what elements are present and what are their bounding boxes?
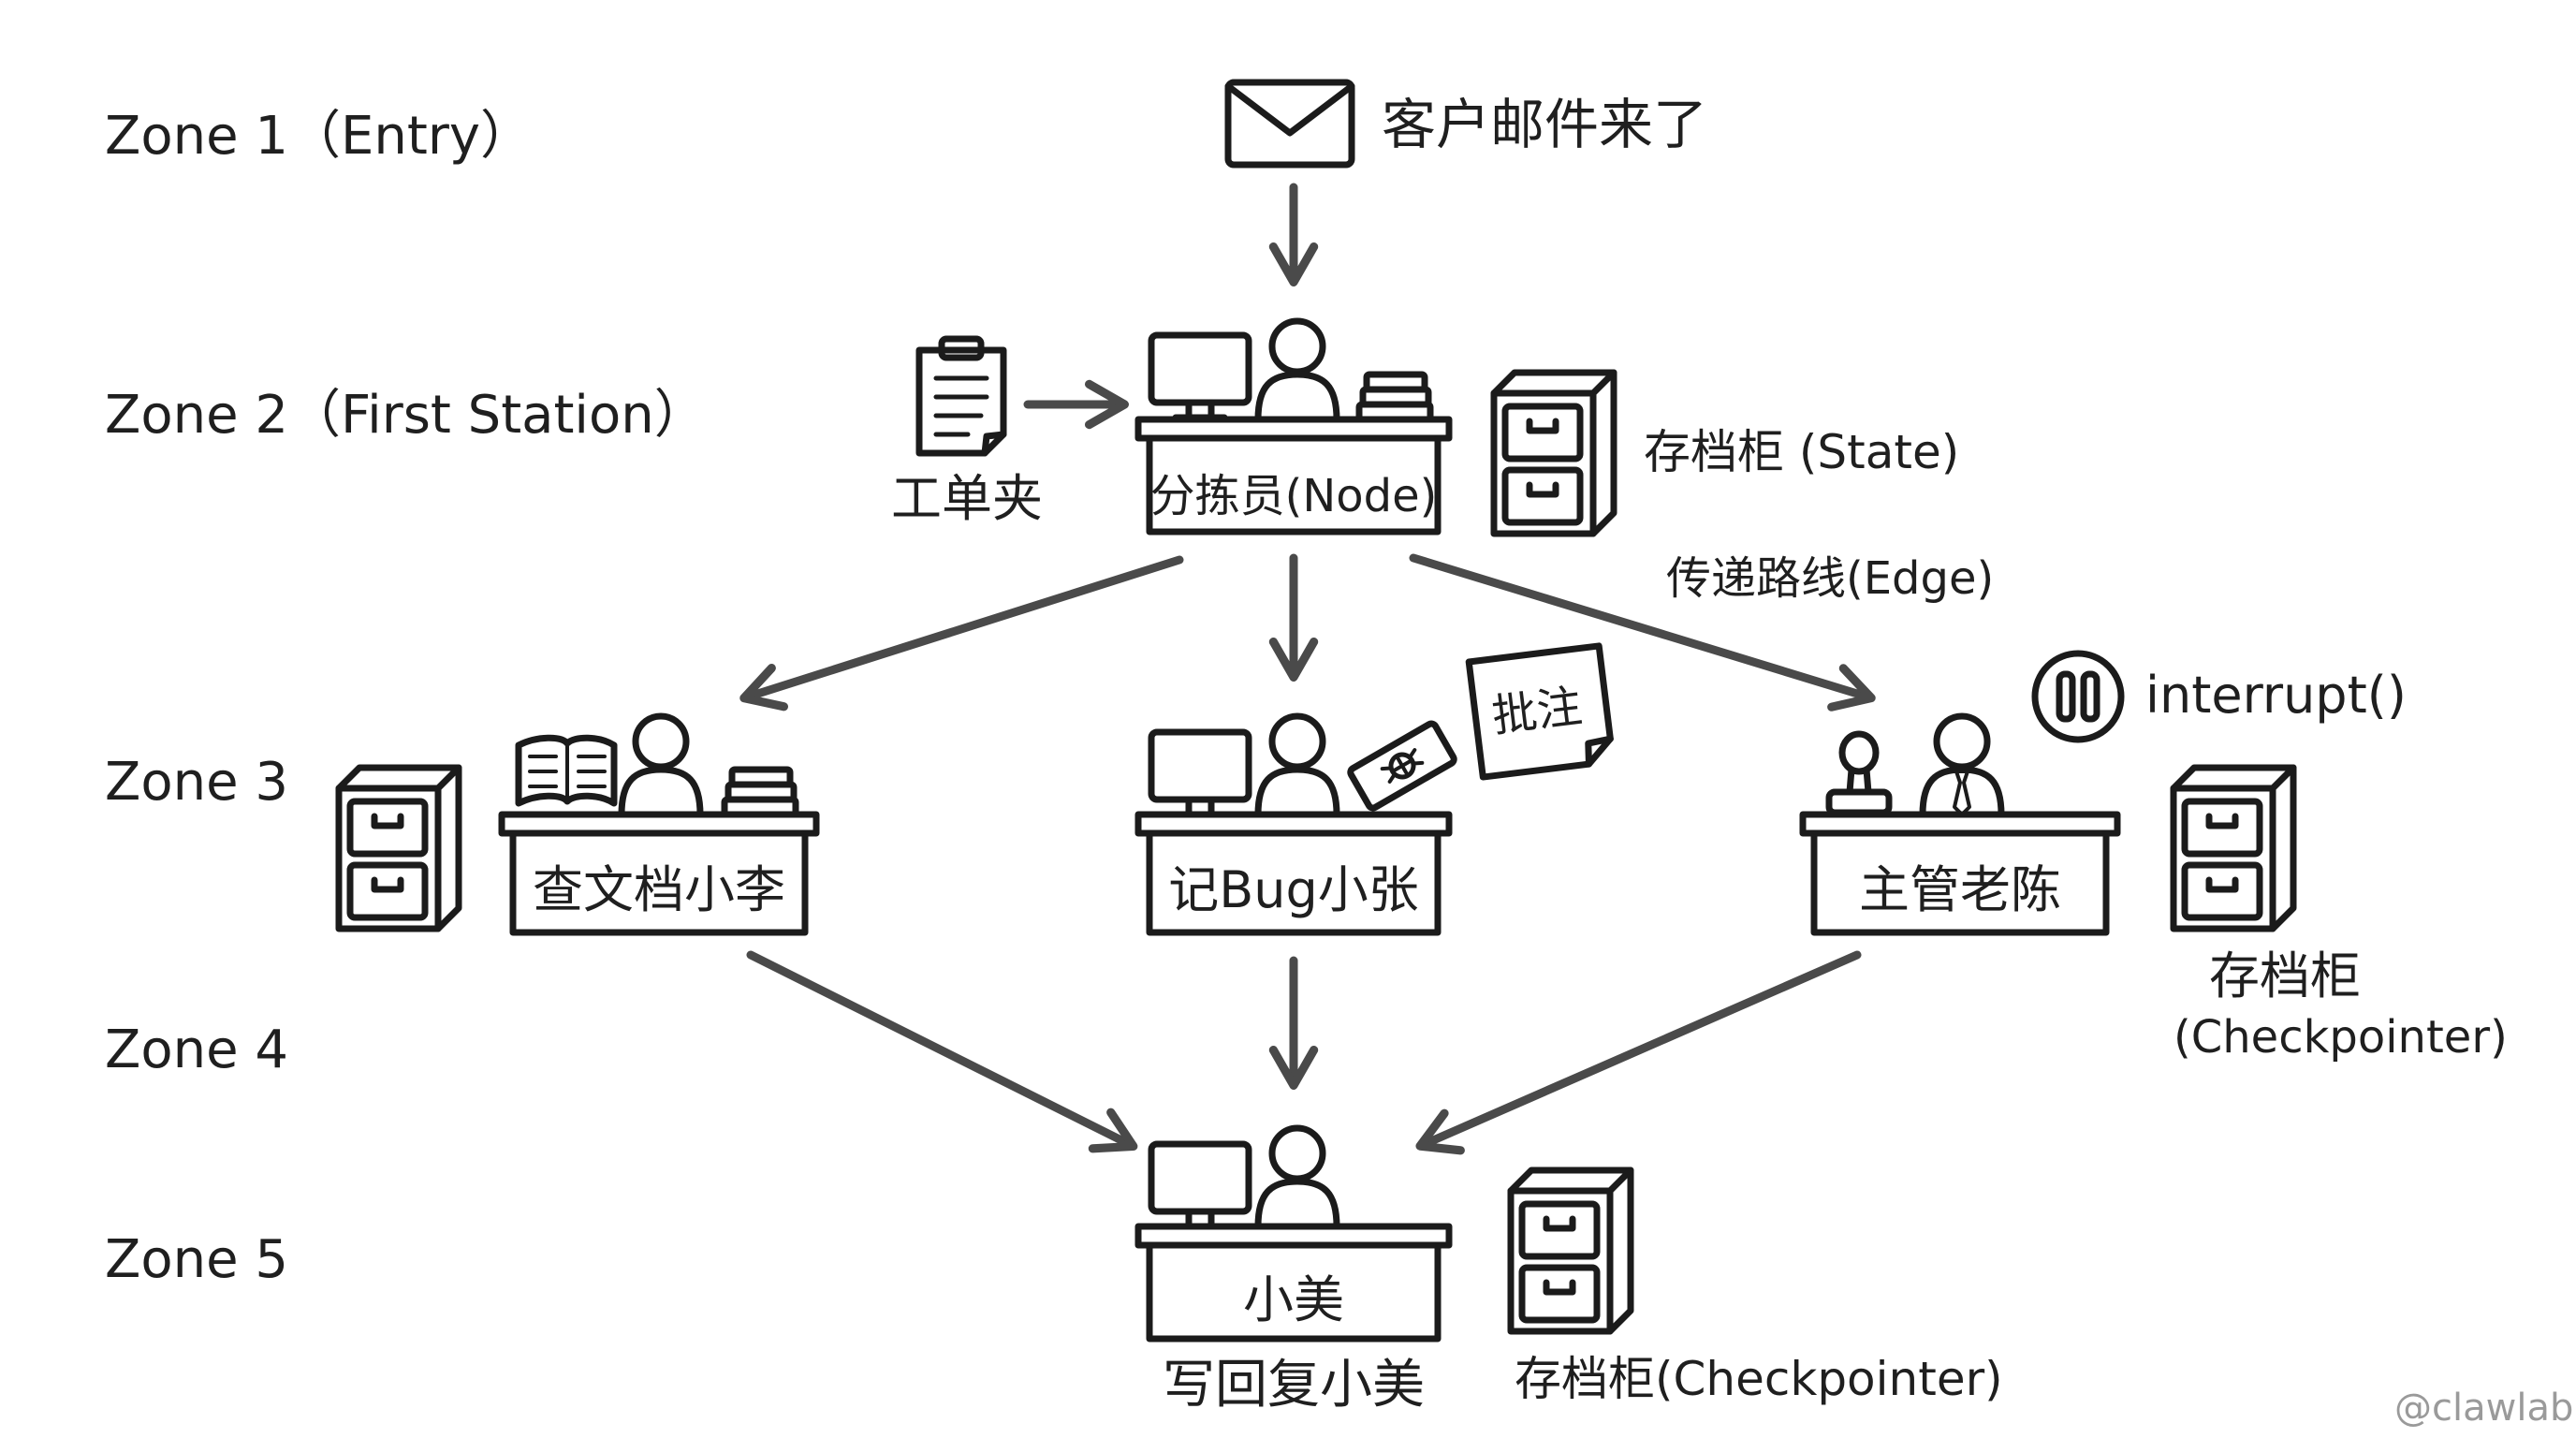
envelope-icon bbox=[1224, 79, 1355, 169]
zone-3-label: Zone 3 bbox=[105, 752, 288, 813]
state-label: 存档柜 (State) bbox=[1644, 425, 1960, 479]
docs-desk-label: 查文档小李 bbox=[533, 860, 785, 919]
reply-desk-label: 小美 bbox=[1243, 1270, 1344, 1329]
arrow-node-to-docs bbox=[739, 555, 1184, 712]
manager-desk bbox=[1799, 716, 2121, 936]
zone-2-label: Zone 2（First Station） bbox=[105, 385, 707, 446]
checkpointer-bottom-label: 存档柜(Checkpointer) bbox=[1515, 1352, 2003, 1406]
folder-label: 工单夹 bbox=[891, 469, 1043, 528]
clipboard-icon bbox=[915, 335, 1007, 457]
bug-desk-label: 记Bug小张 bbox=[1168, 860, 1419, 919]
bug-ticket-icon bbox=[1347, 720, 1457, 812]
checkpointer-right-cabinet-icon bbox=[2174, 768, 2293, 929]
zone-5-label: Zone 5 bbox=[105, 1229, 288, 1290]
arrow-docs-to-reply bbox=[746, 950, 1138, 1153]
state-cabinet-icon bbox=[1494, 373, 1614, 534]
bug-desk bbox=[1134, 716, 1457, 936]
reply-desk-caption: 写回复小美 bbox=[1163, 1355, 1425, 1416]
reply-desk bbox=[1134, 1128, 1453, 1343]
checkpointer-right-line1: 存档柜 bbox=[2209, 946, 2361, 1005]
docs-desk bbox=[498, 716, 820, 936]
pause-icon bbox=[2031, 650, 2125, 743]
entry-label: 客户邮件来了 bbox=[1382, 93, 1708, 156]
checkpointer-bottom-cabinet-icon bbox=[1511, 1170, 1631, 1331]
zone-4-label: Zone 4 bbox=[105, 1020, 288, 1080]
arrow-manager-to-reply bbox=[1415, 950, 1862, 1155]
zone-1-label: Zone 1（Entry） bbox=[105, 106, 533, 167]
arrow-node-to-manager bbox=[1409, 553, 1876, 712]
manager-desk-label: 主管老陈 bbox=[1859, 860, 2061, 919]
edge-label: 传递路线(Edge) bbox=[1666, 552, 1995, 605]
node-desk-label: 分拣员(Node) bbox=[1149, 470, 1438, 522]
interrupt-label: interrupt() bbox=[2145, 666, 2407, 725]
checkpointer-right-line2: (Checkpointer) bbox=[2174, 1011, 2508, 1064]
open-book-icon bbox=[515, 734, 618, 807]
stamp-icon bbox=[1825, 730, 1893, 816]
node-desk bbox=[1134, 321, 1453, 536]
note-sticky-icon bbox=[1465, 642, 1614, 781]
note-label: 批注 bbox=[1488, 680, 1586, 743]
watermark: @clawlab bbox=[2394, 1387, 2574, 1430]
docs-cabinet-icon bbox=[339, 768, 459, 929]
